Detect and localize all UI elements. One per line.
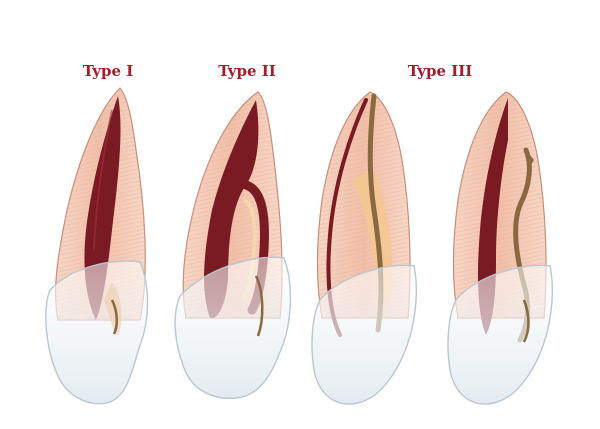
label-type-1: Type I bbox=[82, 62, 134, 80]
tooth-1-crown bbox=[45, 260, 149, 405]
label-type-3: Type III bbox=[407, 62, 473, 80]
tooth-3a-crown bbox=[311, 264, 418, 405]
tooth-type-3-a bbox=[311, 91, 418, 405]
tooth-3b-crown bbox=[447, 264, 554, 405]
label-type-2: Type II bbox=[218, 62, 276, 80]
tooth-3b-pulp-canal bbox=[478, 98, 508, 335]
tooth-1-pulp-canal bbox=[84, 96, 121, 320]
tooth-2-pulp-canal bbox=[204, 100, 259, 319]
tooth-type-3-b bbox=[447, 91, 554, 405]
tooth-type-2 bbox=[174, 91, 292, 399]
tooth-type-1 bbox=[45, 87, 149, 405]
